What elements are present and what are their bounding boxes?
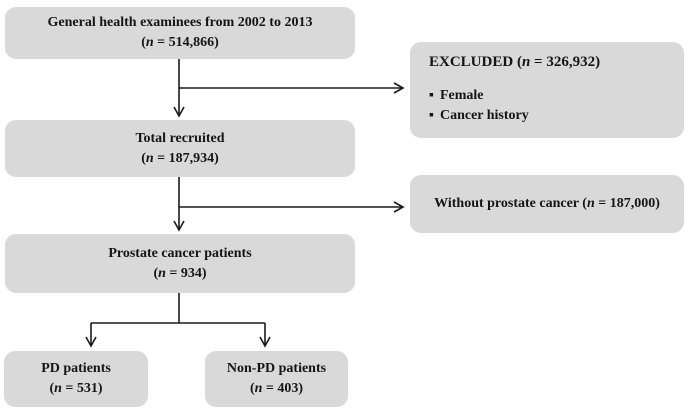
n-value: 934 (180, 265, 202, 281)
excluded-label: EXCLUDED (429, 54, 517, 70)
n-symbol: n (254, 381, 263, 396)
box-pd-title: PD patients (41, 361, 111, 376)
n-value: 187,934 (168, 150, 215, 166)
paren-open: ( (141, 150, 146, 166)
box-excluded: EXCLUDED (n = 326,932) ▪ Female ▪ Cancer h… (410, 42, 684, 138)
equals-sign: = (153, 150, 169, 166)
paren-close: ) (97, 381, 103, 396)
paren-close: ) (201, 265, 207, 281)
n-value: 187,000 (609, 196, 656, 211)
n-value: 531 (76, 381, 98, 396)
box-prostate-count: (n = 934) (153, 264, 206, 284)
n-symbol: n (586, 196, 595, 211)
excluded-item-label: Cancer history (439, 108, 529, 123)
n-symbol: n (145, 35, 154, 50)
n-value: 403 (277, 381, 299, 396)
n-symbol: n (158, 265, 166, 281)
excluded-item-female: ▪ Female (429, 86, 670, 106)
paren-close: ) (214, 35, 219, 50)
box-prostate-title: Prostate cancer patients (108, 245, 252, 261)
paren-close: ) (655, 196, 660, 211)
paren-close: ) (298, 381, 304, 396)
paren-open: ( (582, 196, 587, 211)
paren-open: ( (249, 381, 255, 396)
n-value: 326,932 (546, 54, 596, 70)
box-pd-patients: PD patients (n = 531) (4, 351, 148, 407)
excluded-item-cancer-history: ▪ Cancer history (429, 106, 670, 126)
box-without-text: Without prostate cancer (n = 187,000) (434, 194, 660, 214)
paren-open: ( (49, 381, 55, 396)
paren-open: ( (153, 265, 159, 281)
equals-sign: = (594, 196, 610, 211)
box-general-examinees: General health examinees from 2002 to 20… (5, 7, 355, 59)
paren-open: ( (141, 35, 146, 50)
box-without-prostate-cancer: Without prostate cancer (n = 187,000) (410, 175, 684, 233)
bullet-icon: ▪ (429, 108, 434, 123)
equals-sign: = (530, 54, 547, 70)
box-recruited-count: (n = 187,934) (141, 149, 219, 169)
without-label: Without prostate cancer (434, 196, 583, 211)
box-nonpd-count: (n = 403) (250, 379, 303, 399)
box-nonpd-patients: Non-PD patients (n = 403) (205, 351, 348, 407)
paren-close: ) (214, 150, 219, 166)
excluded-item-label: Female (439, 88, 484, 103)
equals-sign: = (61, 381, 77, 396)
box-pd-count: (n = 531) (49, 379, 102, 399)
n-symbol: n (145, 150, 154, 166)
box-general-count: (n = 514,866) (141, 33, 219, 53)
box-general-title: General health examinees from 2002 to 20… (47, 15, 313, 30)
box-nonpd-title: Non-PD patients (226, 361, 327, 376)
equals-sign: = (165, 265, 181, 281)
box-recruited-title: Total recruited (135, 130, 225, 146)
n-symbol: n (521, 54, 531, 70)
box-total-recruited: Total recruited (n = 187,934) (5, 120, 355, 177)
box-prostate-cancer-patients: Prostate cancer patients (n = 934) (5, 234, 355, 293)
equals-sign: = (262, 381, 278, 396)
paren-open: ( (516, 54, 522, 70)
equals-sign: = (153, 35, 169, 50)
paren-close: ) (595, 54, 601, 70)
n-value: 514,866 (168, 35, 215, 50)
n-symbol: n (54, 381, 62, 396)
box-excluded-title: EXCLUDED (n = 326,932) (429, 52, 670, 72)
bullet-icon: ▪ (429, 88, 434, 103)
